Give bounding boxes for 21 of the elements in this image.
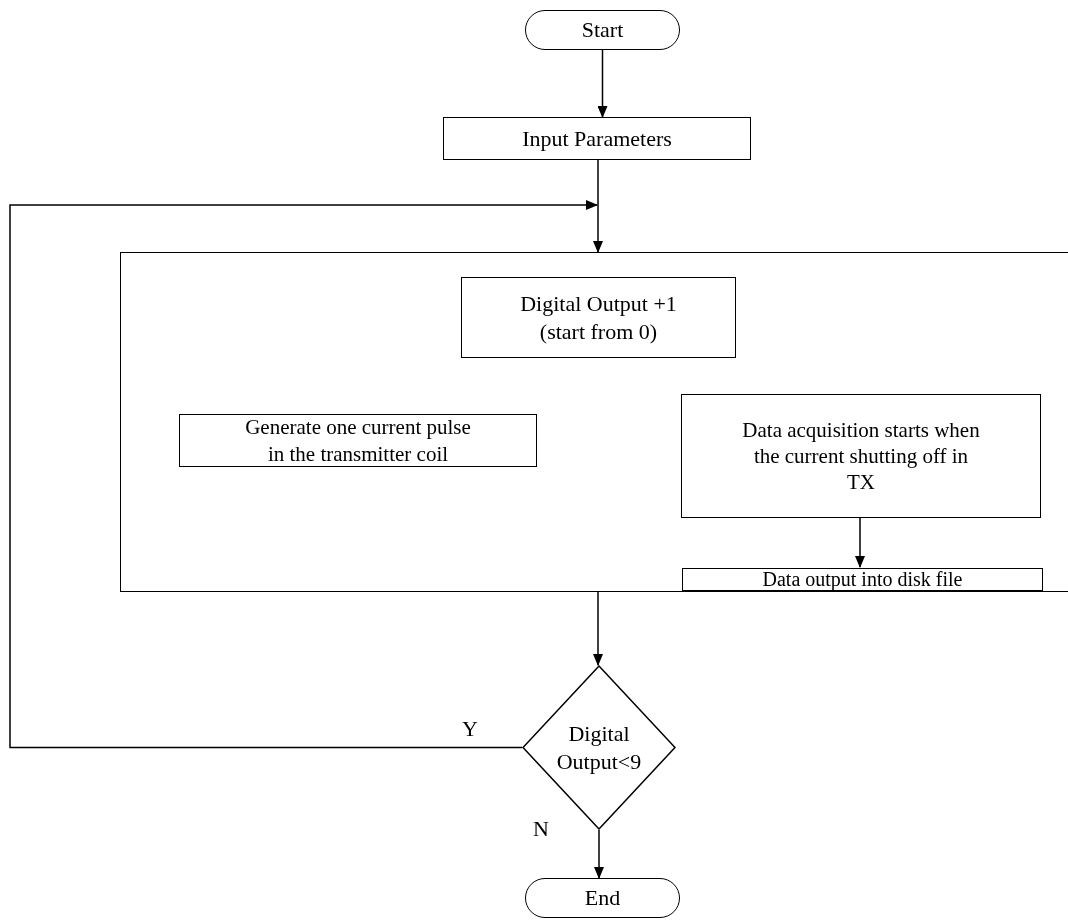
arrow [593,591,603,666]
arrow [593,159,603,253]
node-label: Digital Output +1 (start from 0) [519,290,678,345]
arrow [597,49,608,118]
node-label: End [584,884,621,912]
node-label: Digital Output<9 [555,720,643,775]
node-label: Generate one current pulse in the transmitter coil [244,414,472,467]
node-label: Data acquisition starts when the current shutting off in TX [742,416,980,496]
arrow [855,516,865,568]
terminal-box [525,878,680,918]
terminal-box [525,10,680,50]
process-box [443,117,751,160]
node-label: Data output into disk file [762,567,963,592]
process-box [461,277,736,358]
loop-body-box [120,252,1068,592]
arrow [594,829,604,879]
node-label: Start [581,16,624,44]
node-label: Input Parameters [522,124,672,153]
process-box [682,568,1043,591]
process-box [179,414,537,467]
process-box [681,394,1041,518]
